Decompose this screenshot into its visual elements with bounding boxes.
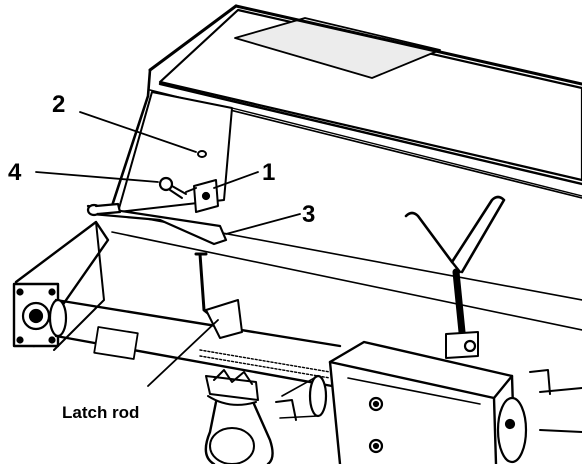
housing [108, 4, 582, 331]
adjust-handle [404, 195, 506, 359]
callout-1: 1 [262, 159, 275, 186]
caster-wheel [204, 369, 328, 464]
latch-lever [86, 202, 228, 246]
side-plate [117, 91, 233, 213]
hairpin-cotter [158, 176, 187, 199]
callout-4: 4 [8, 159, 22, 186]
callout-2: 2 [52, 91, 65, 118]
latch-rod-label: Latch rod [62, 403, 139, 422]
top-panel [234, 17, 441, 79]
pivot-bracket [185, 179, 219, 213]
callout-3: 3 [302, 201, 315, 228]
roller-shaft [48, 298, 342, 388]
mounting-hole [197, 150, 207, 158]
latch-rod [194, 252, 243, 339]
leader-lines [35, 111, 301, 387]
mount-block [328, 340, 582, 464]
